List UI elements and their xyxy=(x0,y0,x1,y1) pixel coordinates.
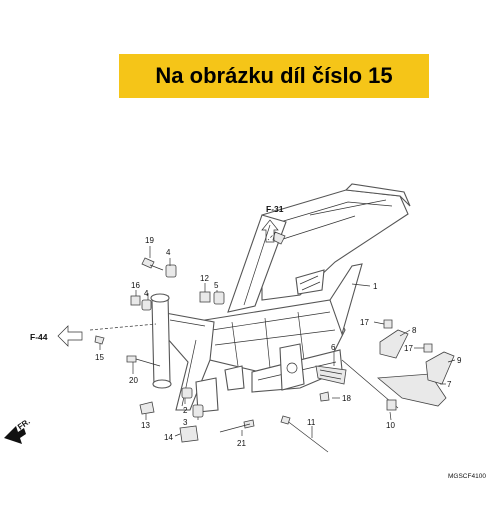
callout-10: 10 xyxy=(386,421,395,430)
callout-19: 19 xyxy=(145,236,154,245)
f31-reference: F-31 xyxy=(261,204,284,243)
callout-9: 9 xyxy=(457,356,462,365)
front-label: FR. xyxy=(16,417,32,432)
callout-1: 1 xyxy=(373,282,378,291)
callout-3: 3 xyxy=(183,418,188,427)
callout-20: 20 xyxy=(129,376,138,385)
callout-18: 18 xyxy=(342,394,351,403)
callout-13: 13 xyxy=(141,421,150,430)
callout-11: 11 xyxy=(307,418,316,427)
hardware-parts xyxy=(94,231,455,453)
callout-12: 12 xyxy=(200,274,209,283)
part-number-banner: Na obrázku díl číslo 15 xyxy=(119,54,429,98)
callout-15: 15 xyxy=(95,353,104,362)
callout-14: 14 xyxy=(164,433,173,442)
callout-5: 5 xyxy=(214,281,219,290)
f44-label: F-44 xyxy=(30,332,48,342)
callout-numbers: 1 2 3 4 4 5 6 7 8 9 10 11 12 13 14 15 16… xyxy=(95,236,462,448)
callout-21: 21 xyxy=(237,439,246,448)
callout-7: 7 xyxy=(447,380,452,389)
f31-label: F-31 xyxy=(266,204,284,214)
leader-lines xyxy=(89,231,456,438)
main-frame xyxy=(150,183,411,413)
f44-reference: F-44 xyxy=(30,325,83,347)
callout-8: 8 xyxy=(412,326,417,335)
callout-2: 2 xyxy=(183,406,188,415)
callout-4-upper: 4 xyxy=(166,248,171,257)
front-direction-marker: FR. xyxy=(4,417,32,444)
callout-4-lower: 4 xyxy=(144,289,149,298)
callout-17-upper: 17 xyxy=(360,318,369,327)
banner-text: Na obrázku díl číslo 15 xyxy=(155,63,393,88)
callout-17-lower: 17 xyxy=(404,344,413,353)
diagram-code: MGSCF4100 xyxy=(448,473,486,480)
callout-6: 6 xyxy=(331,343,336,352)
callout-16: 16 xyxy=(131,281,140,290)
